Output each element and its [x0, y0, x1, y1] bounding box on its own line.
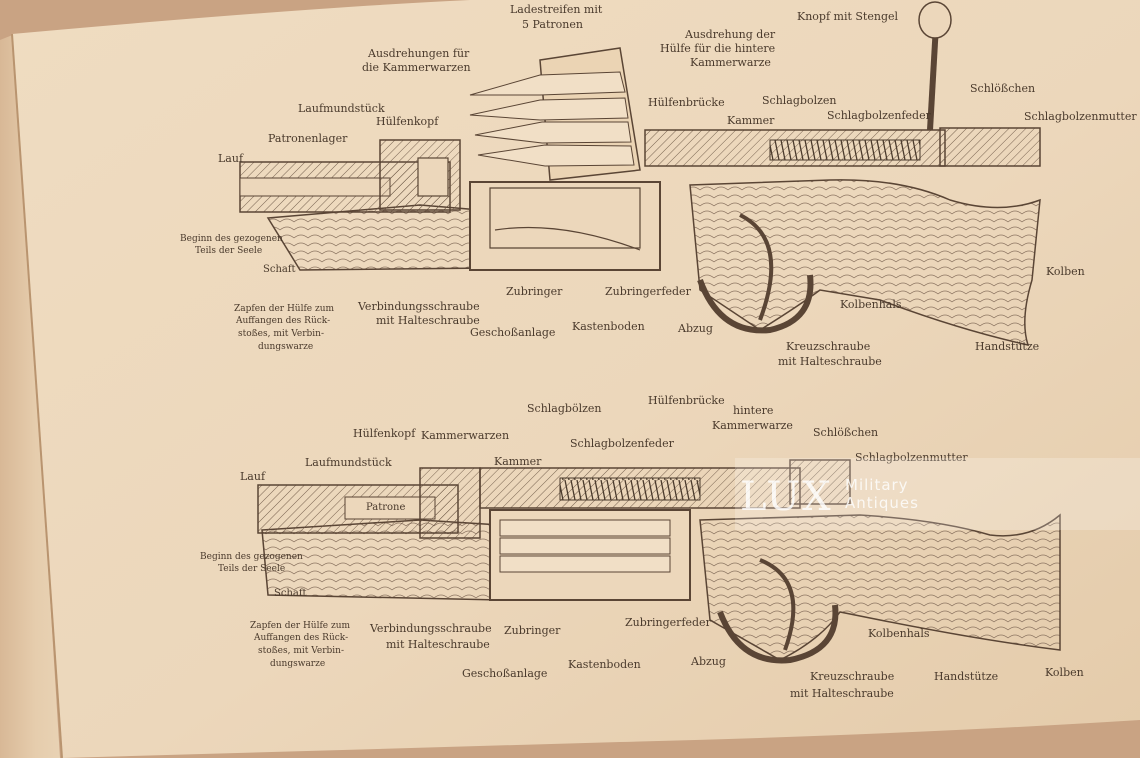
label-b-zapfen-3: stoßes, mit Verbin- — [258, 646, 344, 656]
stock-fore-top — [266, 204, 491, 271]
magazine-top — [469, 181, 661, 271]
label-b-hintere-1: hintere — [733, 404, 773, 417]
label-b-schaft: Schaft — [274, 588, 307, 599]
label-zapfen-3: stoßes, mit Verbin- — [238, 329, 324, 339]
labels-top: Ladestreifen mit 5 Patronen Ausdrehung d… — [180, 3, 1137, 368]
label-geschossanlage: Geschoßanlage — [470, 326, 555, 339]
label-handstuetze: Handstütze — [975, 340, 1039, 353]
label-knopf: Knopf mit Stengel — [797, 10, 899, 23]
label-b-kreuz-2: mit Halteschraube — [790, 687, 894, 700]
chamber-top — [417, 157, 449, 197]
left-page — [0, 34, 60, 758]
label-kastenboden: Kastenboden — [572, 320, 645, 333]
label-schlagbolzen: Schlagbolzen — [762, 94, 836, 107]
label-schlagbolzenfeder: Schlagbolzenfeder — [827, 109, 932, 122]
label-schlagbolzenmutter: Schlagbolzenmutter — [1024, 110, 1137, 123]
label-b-zubringerfeder: Zubringerfeder — [625, 616, 712, 629]
label-b-abzug: Abzug — [690, 655, 726, 668]
label-b-handstuetze: Handstütze — [934, 670, 998, 683]
bolt-handle-top — [927, 24, 939, 131]
label-kolben: Kolben — [1046, 265, 1085, 278]
trigger-bottom — [759, 558, 796, 651]
label-ausdrehung-2: Hülfe für die hintere — [660, 42, 775, 55]
watermark-lux: LUX — [740, 474, 833, 520]
label-b-zapfen-2: Auffangen des Rück- — [253, 633, 348, 643]
label-b-kastenboden: Kastenboden — [568, 658, 641, 671]
label-ausdrehungen-1: Ausdrehungen für — [367, 47, 470, 60]
label-b-schlagbolzen: Schlagbölzen — [527, 402, 601, 415]
stock-butt-top — [689, 179, 1041, 347]
label-b-kammer: Kammer — [494, 455, 542, 468]
label-beginn-2: Teils der Seele — [195, 246, 262, 256]
watermark: LUX Military Antiques — [735, 458, 1140, 530]
label-schloesschen: Schlößchen — [970, 82, 1035, 95]
label-patronen: 5 Patronen — [522, 18, 583, 31]
label-verbindung-1: Verbindungsschraube — [357, 300, 480, 313]
label-kreuz-1: Kreuzschraube — [786, 340, 870, 353]
bore-top — [239, 177, 391, 197]
label-zapfen-1: Zapfen der Hülfe zum — [234, 304, 335, 314]
rifle-diagram-top — [239, 1, 1041, 347]
label-zubringerfeder: Zubringerfeder — [605, 285, 692, 298]
label-lauf: Lauf — [218, 152, 244, 165]
label-b-kolbenhals: Kolbenhals — [868, 627, 930, 640]
trigger-guard-bottom — [717, 604, 839, 664]
label-b-kolben: Kolben — [1045, 666, 1084, 679]
trigger-top — [739, 213, 774, 321]
label-laufmund: Laufmundstück — [298, 102, 385, 115]
label-b-beginn-1: Beginn des gezogenen — [200, 552, 303, 562]
label-b-zapfen-4: dungswarze — [270, 659, 325, 669]
label-ladestreifen: Ladestreifen mit — [510, 3, 603, 16]
label-ausdrehungen-2: die Kammerwarzen — [362, 61, 471, 74]
label-kolbenhals: Kolbenhals — [840, 298, 902, 311]
label-huelsenbruecke: Hülfenbrücke — [648, 96, 725, 109]
label-b-hintere-2: Kammerwarze — [712, 419, 793, 432]
cartridges-bottom — [499, 519, 671, 573]
label-b-kreuz-1: Kreuzschraube — [810, 670, 894, 683]
label-b-lauf: Lauf — [240, 470, 266, 483]
label-patronenlager: Patronenlager — [268, 132, 348, 145]
label-ausdrehung-3: Kammerwarze — [690, 56, 771, 69]
label-b-huelsenkopf: Hülfenkopf — [353, 427, 416, 440]
label-b-geschossanlage: Geschoßanlage — [462, 667, 547, 680]
rifle-diagram-bottom — [257, 459, 1061, 664]
label-b-schloesschen: Schlößchen — [813, 426, 878, 439]
label-b-schlagbolzenfeder: Schlagbolzenfeder — [570, 437, 675, 450]
label-b-verbindung-1: Verbindungsschraube — [369, 622, 492, 635]
firing-spring-top — [769, 139, 921, 161]
label-schaft: Schaft — [263, 264, 296, 275]
label-verbindung-2: mit Halteschraube — [376, 314, 480, 327]
label-kreuz-2: mit Halteschraube — [778, 355, 882, 368]
label-b-beginn-2: Teils der Seele — [218, 564, 285, 574]
firing-spring-bottom — [559, 477, 701, 501]
label-b-zubringer: Zubringer — [504, 624, 561, 637]
label-b-laufmund: Laufmundstück — [305, 456, 392, 469]
cocking-piece-top — [939, 127, 1041, 167]
label-huelsenkopf: Hülfenkopf — [376, 115, 439, 128]
label-kammer: Kammer — [727, 114, 775, 127]
label-b-zapfen-1: Zapfen der Hülfe zum — [250, 621, 351, 631]
cocking-piece-bottom — [789, 459, 851, 505]
label-zubringer: Zubringer — [506, 285, 563, 298]
label-zapfen-2: Auffangen des Rück- — [235, 316, 330, 326]
label-ausdrehung-1: Ausdrehung der — [684, 28, 776, 41]
label-b-patrone: Patrone — [366, 502, 406, 513]
label-b-verbindung-2: mit Halteschraube — [386, 638, 490, 651]
watermark-military: Military — [845, 476, 909, 494]
label-b-kammerwarzen: Kammerwarzen — [421, 429, 509, 442]
label-b-huelsenbruecke: Hülfenbrücke — [648, 394, 725, 407]
cartridge-clip-top — [469, 47, 641, 181]
trigger-guard-top — [697, 274, 814, 334]
label-abzug: Abzug — [677, 322, 713, 335]
label-beginn-1: Beginn des gezogenen — [180, 234, 283, 244]
label-b-schlagbolzenmutter: Schlagbolzenmutter — [855, 451, 968, 464]
page-edge — [11, 33, 63, 758]
labels-bottom: Schlagbölzen Hülfenbrücke hintere Kammer… — [200, 394, 1084, 700]
bolt-knob-top — [918, 1, 952, 39]
watermark-band — [735, 458, 1140, 530]
watermark-antiques: Antiques — [845, 494, 919, 512]
label-zapfen-4: dungswarze — [258, 342, 313, 352]
receiver-ring-bottom — [419, 467, 481, 539]
